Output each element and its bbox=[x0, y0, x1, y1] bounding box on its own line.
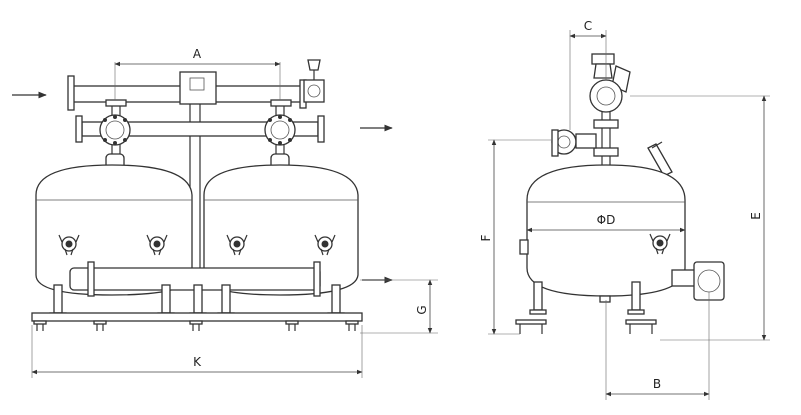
dimension-c-label: C bbox=[584, 19, 592, 33]
front-view: A G K bbox=[12, 47, 438, 378]
dimension-e-label: E bbox=[749, 212, 763, 220]
base-frame bbox=[31, 312, 363, 322]
left-filter-tank bbox=[35, 164, 193, 296]
controller-box bbox=[179, 71, 217, 105]
dimension-b-label: B bbox=[653, 377, 661, 391]
dimension-a-label: A bbox=[193, 47, 202, 61]
dimension-f-label: F bbox=[479, 234, 493, 241]
side-view: C E F ΦD B bbox=[479, 19, 770, 400]
side-filter-tank bbox=[526, 164, 686, 297]
top-butterfly-valve bbox=[589, 79, 623, 113]
dimension-g-label: G bbox=[415, 305, 429, 314]
dimension-k-label: K bbox=[193, 355, 202, 369]
dimension-d-label: ΦD bbox=[597, 213, 616, 227]
